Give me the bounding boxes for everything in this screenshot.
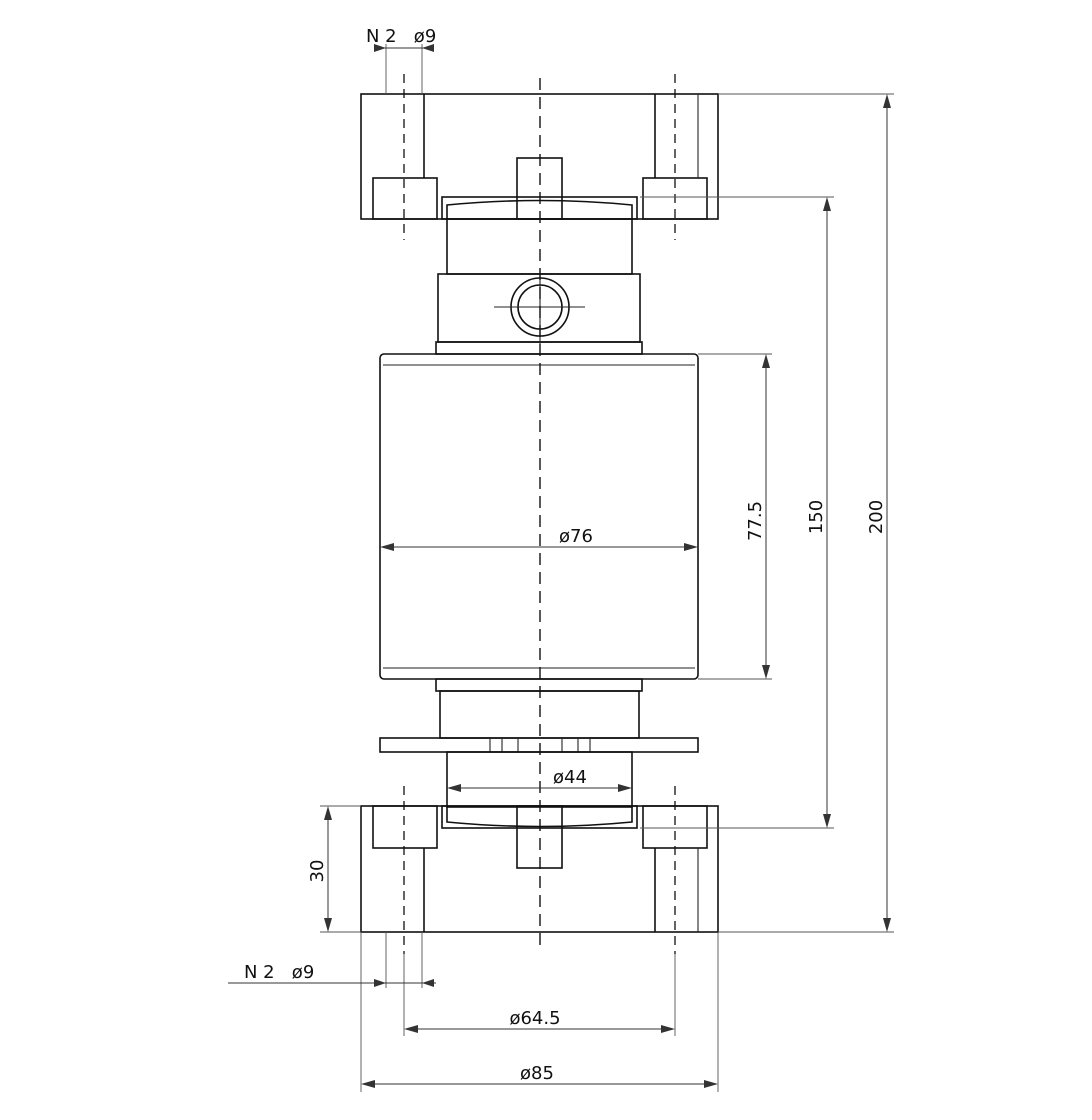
dimension-overall-height: 200 [866, 94, 891, 932]
neck-diameter-label: ø44 [553, 767, 587, 788]
main-body-cylinder [379, 353, 699, 680]
hole-note-bottom: N 2 ø9 [228, 962, 436, 987]
bolt-circle-label: ø64.5 [509, 1008, 560, 1029]
lower-neck [379, 678, 699, 828]
center-lines [403, 74, 676, 954]
extension-lines [320, 44, 894, 1092]
base-thickness-label: 30 [307, 860, 328, 883]
body-height-label: 77.5 [745, 501, 766, 541]
dimension-bolt-circle: ø64.5 [404, 1008, 675, 1033]
dimension-mid-height: 150 [806, 197, 831, 828]
dimension-neck-diameter: ø44 [447, 767, 632, 792]
bottom-hole-note-label: N 2 ø9 [244, 962, 314, 983]
overall-height-label: 200 [866, 500, 887, 534]
dimension-body-height: 77.5 [745, 354, 770, 679]
upper-neck [435, 199, 643, 355]
dimension-body-diameter: ø76 [380, 526, 698, 551]
hole-note-top: N 2 ø9 [366, 26, 436, 52]
body-diameter-label: ø76 [559, 526, 593, 547]
dimension-base-diameter: ø85 [361, 1063, 718, 1088]
base-diameter-label: ø85 [520, 1063, 554, 1084]
mid-height-label: 150 [806, 500, 827, 534]
top-hole-note-label: N 2 ø9 [366, 26, 436, 47]
dimension-base-thickness: 30 [307, 806, 332, 932]
